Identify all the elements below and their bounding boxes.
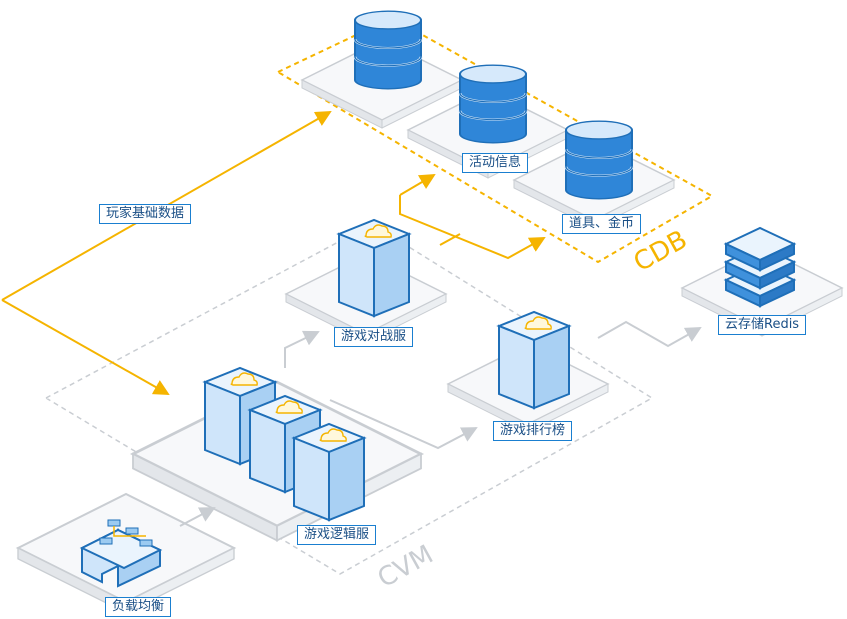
label-load-balancer: 负载均衡 <box>105 597 172 617</box>
battle-server-icon <box>338 219 410 317</box>
label-battle-server: 游戏对战服 <box>334 327 414 347</box>
database-icon <box>353 9 423 91</box>
redis-stack-icon <box>723 226 797 308</box>
logic-server-icon <box>293 423 365 521</box>
load-balancer-icon <box>79 519 163 588</box>
cvm-zone-label: CVM <box>373 540 439 595</box>
player-data-arrows <box>1 111 332 395</box>
database-icon <box>564 119 634 201</box>
ranking-server-icon <box>498 311 570 409</box>
label-logic-server: 游戏逻辑服 <box>297 525 377 545</box>
label-items-gold: 道具、金币 <box>562 214 642 234</box>
label-ranking: 游戏排行榜 <box>493 421 573 441</box>
database-icon <box>458 63 528 145</box>
label-player-data: 玩家基础数据 <box>99 204 192 224</box>
db-branch-arrows <box>399 173 546 260</box>
service-arrows <box>179 320 702 527</box>
label-redis: 云存储Redis <box>718 315 807 335</box>
label-activity-info: 活动信息 <box>462 153 529 173</box>
